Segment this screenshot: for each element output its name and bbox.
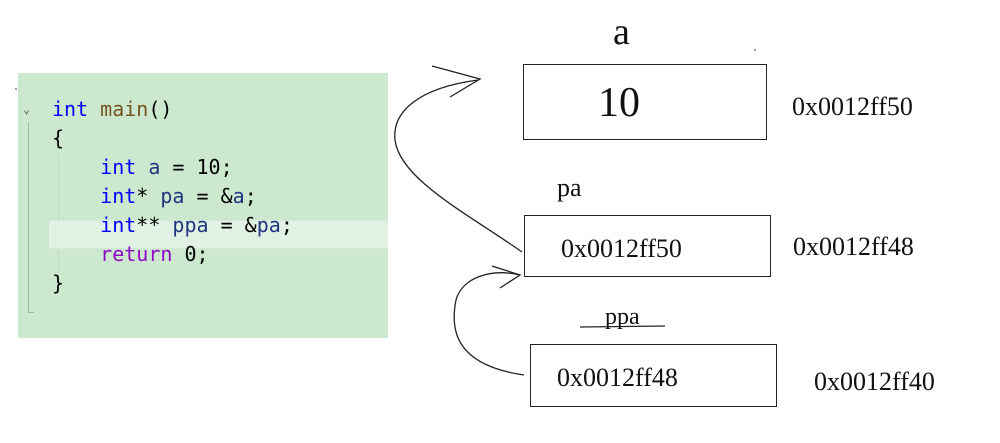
- var-name-a: a: [613, 11, 630, 53]
- fold-guide-line: [28, 123, 29, 313]
- code-token: int: [52, 97, 89, 121]
- code-token: (): [148, 97, 173, 121]
- value-pa: 0x0012ff50: [561, 234, 682, 263]
- ppa-strike-line: [579, 325, 666, 328]
- code-token: a: [232, 184, 245, 208]
- code-token: = &: [184, 184, 233, 208]
- arrow-pa-to-a: [394, 79, 523, 253]
- code-token: int: [100, 155, 137, 179]
- code-token: pa: [256, 213, 281, 237]
- stray-dot: [754, 49, 756, 51]
- code-token: ;: [280, 213, 293, 237]
- arrow-ppa-to-pa: [453, 272, 525, 376]
- indent-guide: [58, 155, 59, 281]
- address-ppa: 0x0012ff40: [814, 367, 935, 396]
- value-ppa: 0x0012ff48: [557, 363, 678, 392]
- code-token: a: [148, 155, 161, 179]
- address-a: 0x0012ff50: [792, 92, 913, 121]
- code-line: int a = 10;: [52, 153, 233, 182]
- code-line: {: [52, 124, 64, 153]
- current-line-highlight: [49, 220, 388, 249]
- var-name-ppa: ppa: [605, 304, 640, 330]
- code-editor-panel: ⌄ int main(){ int a = 10; int* pa = &a; …: [18, 73, 388, 338]
- memory-box-ppa: 0x0012ff48: [530, 344, 777, 407]
- fold-guide-end: [28, 312, 34, 313]
- code-token: ppa: [172, 213, 209, 237]
- code-line: return 0;: [52, 240, 209, 269]
- address-pa: 0x0012ff48: [793, 232, 914, 261]
- code-token: 0;: [172, 242, 209, 266]
- code-token: = 10;: [160, 155, 233, 179]
- code-token: int: [100, 213, 137, 237]
- code-token: pa: [160, 184, 185, 208]
- code-line: int** ppa = &pa;: [52, 211, 293, 240]
- stray-dot-left: [15, 88, 17, 90]
- code-line: int main(): [52, 95, 172, 124]
- code-token: int: [100, 184, 137, 208]
- code-token: }: [52, 271, 65, 295]
- code-token: = &: [208, 213, 257, 237]
- var-name-pa: pa: [557, 173, 582, 202]
- code-token: *: [136, 184, 161, 208]
- memory-box-pa: 0x0012ff50: [524, 215, 771, 277]
- arrowhead-ppa-to-pa: [491, 265, 522, 289]
- code-token: return: [100, 242, 173, 266]
- code-token: ;: [244, 184, 257, 208]
- code-token: **: [136, 213, 173, 237]
- code-token: {: [52, 126, 65, 150]
- arrowhead-pa-to-a: [431, 65, 482, 98]
- memory-box-a: 10: [523, 64, 767, 140]
- code-line: }: [52, 269, 64, 298]
- chevron-down-icon[interactable]: ⌄: [23, 102, 31, 116]
- value-a: 10: [598, 80, 640, 126]
- code-line: int* pa = &a;: [52, 182, 257, 211]
- code-token: main: [100, 97, 149, 121]
